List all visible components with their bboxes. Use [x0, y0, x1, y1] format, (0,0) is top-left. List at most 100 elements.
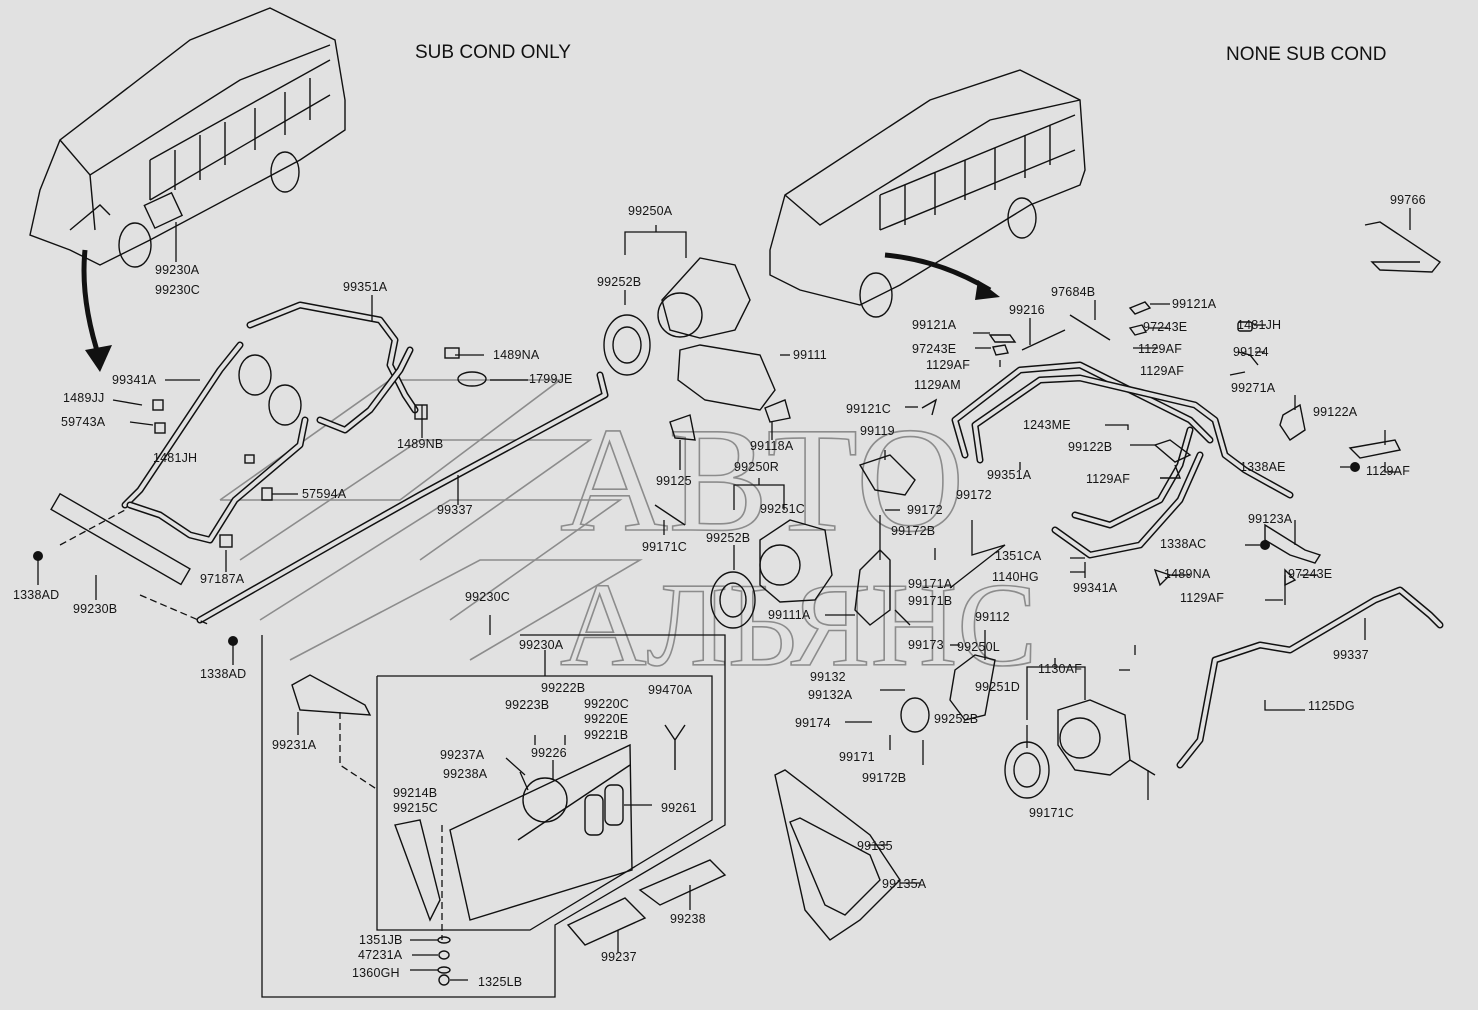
part-label[interactable]: 47231A: [358, 948, 403, 962]
part-label[interactable]: 1799JE: [529, 372, 573, 386]
watermark-text-1: АВТО: [560, 397, 964, 563]
part-label[interactable]: 1129AF: [1140, 364, 1185, 378]
part-label[interactable]: 99220C: [584, 697, 629, 711]
part-label[interactable]: 99171C: [1029, 806, 1074, 820]
part-label[interactable]: 99172B: [862, 771, 907, 785]
part-label[interactable]: 99766: [1390, 193, 1426, 207]
part-label[interactable]: 1351CA: [995, 549, 1042, 563]
part-label[interactable]: 99112: [975, 610, 1010, 624]
part-label[interactable]: 99237: [601, 950, 637, 964]
part-label[interactable]: 1338AE: [1240, 460, 1286, 474]
part-label[interactable]: 99171B: [908, 594, 953, 608]
part-label[interactable]: 99111A: [768, 608, 811, 622]
part-label[interactable]: 99337: [437, 503, 473, 517]
part-label[interactable]: 57594A: [302, 487, 347, 501]
part-label[interactable]: 99341A: [112, 373, 157, 387]
part-label[interactable]: 99230B: [73, 602, 118, 616]
part-label[interactable]: 99470A: [648, 683, 693, 697]
part-label[interactable]: 99230C: [155, 283, 200, 297]
part-label[interactable]: 99251D: [975, 680, 1020, 694]
part-label[interactable]: 1243ME: [1023, 418, 1071, 432]
part-label[interactable]: 99132A: [808, 688, 853, 702]
part-label[interactable]: 1325LB: [478, 975, 523, 989]
part-label[interactable]: 99231A: [272, 738, 317, 752]
part-label[interactable]: 1125DG: [1308, 699, 1355, 713]
part-label[interactable]: 99214B: [393, 786, 438, 800]
part-label[interactable]: 99237A: [440, 748, 485, 762]
part-label[interactable]: 97187A: [200, 572, 245, 586]
part-label[interactable]: 59743A: [61, 415, 106, 429]
part-label[interactable]: 99173: [908, 638, 944, 652]
part-label[interactable]: 99252B: [597, 275, 642, 289]
part-label[interactable]: 99174: [795, 716, 831, 730]
part-label[interactable]: 1338AD: [13, 588, 60, 602]
part-label[interactable]: 99172B: [891, 524, 936, 538]
part-label[interactable]: 97243E: [912, 342, 957, 356]
part-label[interactable]: 1129AF: [1086, 472, 1131, 486]
part-label[interactable]: 99172: [907, 503, 943, 517]
part-label[interactable]: 97684B: [1051, 285, 1096, 299]
part-label[interactable]: 1129AF: [1366, 464, 1411, 478]
part-label[interactable]: 99121C: [846, 402, 891, 416]
part-label[interactable]: 99222B: [541, 681, 586, 695]
part-label[interactable]: 99271A: [1231, 381, 1276, 395]
part-label[interactable]: 99250L: [957, 640, 1000, 654]
part-label[interactable]: 99238: [670, 912, 706, 926]
part-label[interactable]: 99122B: [1068, 440, 1113, 454]
part-label[interactable]: 99238A: [443, 767, 488, 781]
part-label[interactable]: 1338AC: [1160, 537, 1207, 551]
part-label[interactable]: 99351A: [343, 280, 388, 294]
part-label[interactable]: 1489NA: [493, 348, 540, 362]
part-label[interactable]: 99119: [860, 424, 895, 438]
part-label[interactable]: 99171A: [908, 577, 953, 591]
part-label[interactable]: 99230C: [465, 590, 510, 604]
part-label[interactable]: 99226: [531, 746, 567, 760]
part-label[interactable]: 99250A: [628, 204, 673, 218]
part-label[interactable]: 99250R: [734, 460, 779, 474]
part-label[interactable]: 99125: [656, 474, 692, 488]
part-label[interactable]: 97243E: [1143, 320, 1188, 334]
part-label[interactable]: 1129AF: [926, 358, 971, 372]
part-label[interactable]: 99123A: [1248, 512, 1293, 526]
part-label[interactable]: 99122A: [1313, 405, 1358, 419]
part-label[interactable]: 1129AF: [1138, 342, 1183, 356]
part-label[interactable]: 99135: [857, 839, 893, 853]
part-label[interactable]: 1360GH: [352, 966, 400, 980]
part-label[interactable]: 99230A: [519, 638, 564, 652]
part-label[interactable]: 99351A: [987, 468, 1032, 482]
part-label[interactable]: 1129AM: [914, 378, 961, 392]
part-label[interactable]: 99132: [810, 670, 846, 684]
part-label[interactable]: 1130AF: [1038, 662, 1083, 676]
part-label[interactable]: 99215C: [393, 801, 438, 815]
part-label[interactable]: 99121A: [1172, 297, 1217, 311]
part-label[interactable]: 1489JJ: [63, 391, 105, 405]
part-label[interactable]: 99252B: [934, 712, 979, 726]
part-label[interactable]: 99230A: [155, 263, 200, 277]
part-label[interactable]: 1489NA: [1164, 567, 1211, 581]
part-label[interactable]: 99251C: [760, 502, 805, 516]
part-label[interactable]: 99252B: [706, 531, 751, 545]
part-label[interactable]: 99118A: [750, 439, 794, 453]
part-label[interactable]: 99337: [1333, 648, 1369, 662]
part-label[interactable]: 1129AF: [1180, 591, 1225, 605]
part-label[interactable]: 99221B: [584, 728, 629, 742]
part-label[interactable]: 97243E: [1288, 567, 1333, 581]
part-label[interactable]: 99341A: [1073, 581, 1118, 595]
part-label[interactable]: 99223B: [505, 698, 550, 712]
part-label[interactable]: 1140HG: [992, 570, 1039, 584]
part-label[interactable]: 99172: [956, 488, 992, 502]
part-label[interactable]: 99121A: [912, 318, 957, 332]
part-label[interactable]: 99261: [661, 801, 697, 815]
part-label[interactable]: 1489NB: [397, 437, 444, 451]
part-label[interactable]: 1481JH: [1237, 318, 1282, 332]
part-label[interactable]: 99171C: [642, 540, 687, 554]
part-label[interactable]: 1351JB: [359, 933, 403, 947]
part-label[interactable]: 99220E: [584, 712, 629, 726]
part-label[interactable]: 99135A: [882, 877, 927, 891]
part-label[interactable]: 99124: [1233, 345, 1269, 359]
part-label[interactable]: 99111: [793, 348, 827, 362]
part-label[interactable]: 1338AD: [200, 667, 247, 681]
part-label[interactable]: 1481JH: [153, 451, 198, 465]
part-label[interactable]: 99216: [1009, 303, 1045, 317]
part-label[interactable]: 99171: [839, 750, 875, 764]
